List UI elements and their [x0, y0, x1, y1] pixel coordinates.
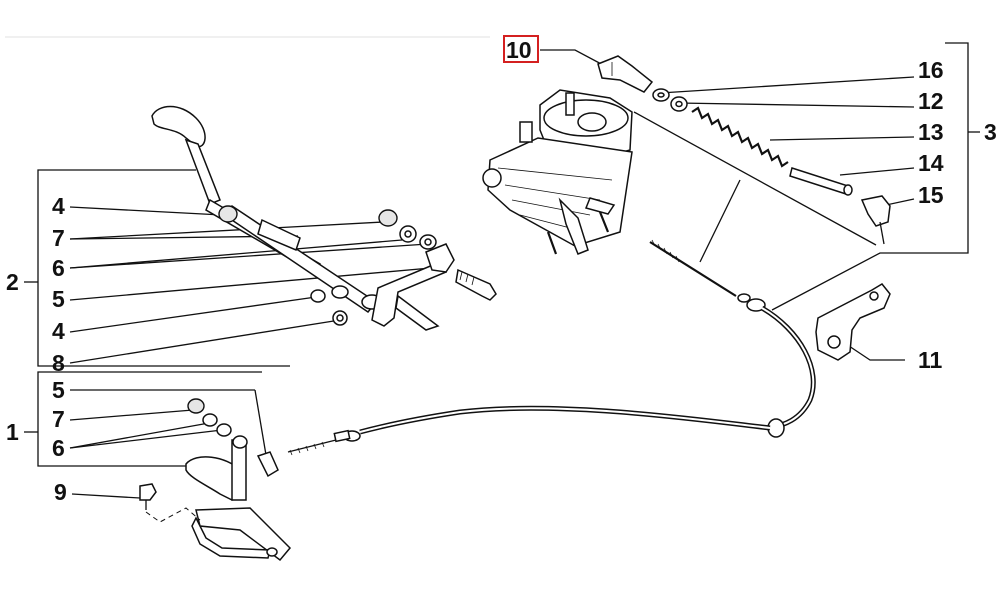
callout-label-4-lower: 4 [52, 318, 65, 344]
pedal-bracket [371, 243, 455, 331]
selection-highlight-box [503, 35, 539, 63]
callout-label-group-3: 3 [984, 119, 997, 145]
carburetor [482, 89, 633, 255]
callout-label-5-upper: 5 [52, 286, 65, 312]
cable-bracket-part-11 [815, 283, 891, 361]
callout-label-10[interactable]: 10 [506, 37, 532, 63]
nut-group-2 [332, 209, 437, 326]
leader-lines [69, 49, 915, 499]
callout-label-8: 8 [52, 350, 65, 376]
callout-label-5-lower: 5 [52, 377, 65, 403]
end-fitting-part-15 [860, 195, 891, 245]
callout-label-group-1: 1 [6, 419, 19, 445]
rod-part-14 [789, 167, 853, 196]
bracket-group-3 [771, 42, 980, 311]
callout-label-11: 11 [918, 347, 943, 373]
spring-part-13 [691, 106, 789, 168]
callout-label-14: 14 [918, 150, 944, 176]
nut-group-1 [187, 398, 232, 437]
bolt-group-1 [256, 451, 279, 478]
bracket-group-2 [24, 169, 290, 367]
callout-label-12: 12 [918, 88, 944, 114]
selected-callout-10[interactable]: 10 [503, 35, 539, 63]
bushing-part-12 [670, 96, 688, 112]
callout-label-16: 16 [918, 57, 944, 83]
cable-sleeve-part-10 [597, 55, 654, 93]
callout-label-13: 13 [918, 119, 944, 145]
screw-part-9 [139, 483, 157, 510]
lower-pedal [145, 435, 292, 562]
callout-label-15: 15 [918, 182, 944, 208]
washer-part-16 [652, 88, 670, 102]
callout-1-label-group-2: 2 [6, 269, 19, 295]
bolt-group-2 [455, 268, 497, 301]
callout-label-4-upper: 4 [52, 193, 65, 219]
callout-label-9: 9 [54, 479, 67, 505]
callout-labels: 2 1 3 4 7 6 5 4 8 5 7 6 9 16 12 13 14 15… [6, 57, 997, 505]
callout-label-6-upper: 6 [52, 255, 65, 281]
callout-label-7-upper: 7 [52, 225, 65, 251]
bracket-group-1 [24, 371, 262, 467]
callout-label-7-lower: 7 [52, 406, 65, 432]
callout-label-6-lower: 6 [52, 435, 65, 461]
upper-pedal-lever [151, 105, 383, 314]
throttle-cable [287, 239, 816, 456]
